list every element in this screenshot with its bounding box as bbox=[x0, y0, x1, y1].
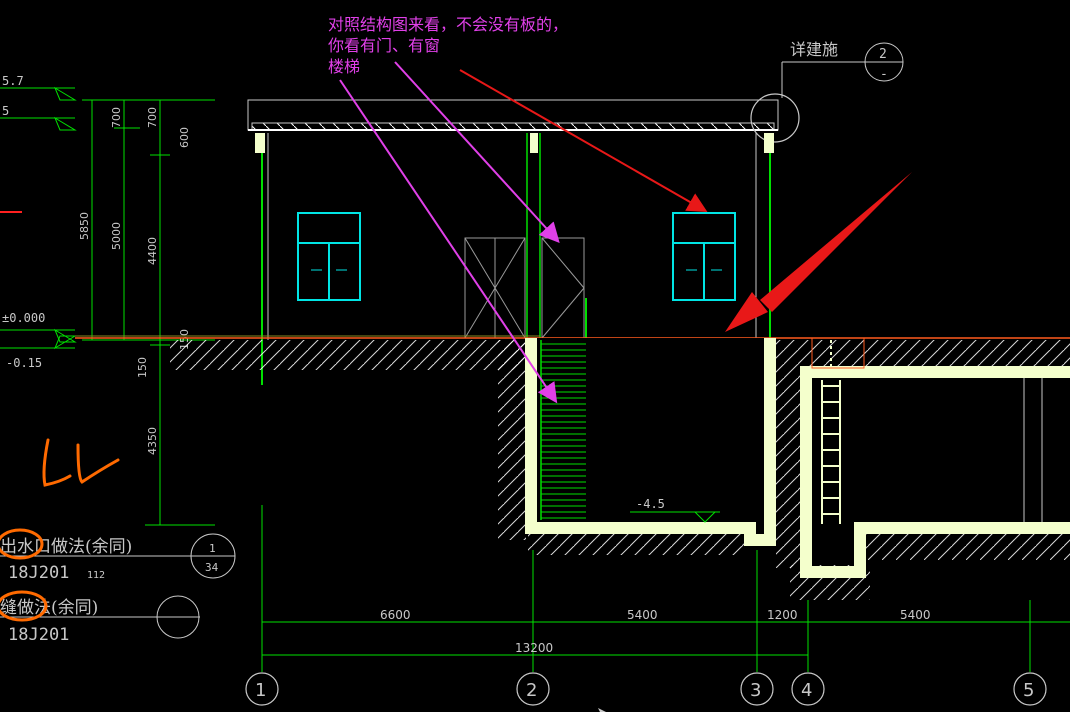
dim-5400-a: 5400 bbox=[627, 608, 658, 622]
arrow-to-window bbox=[459, 69, 708, 212]
ladder bbox=[821, 340, 841, 524]
door-right bbox=[541, 237, 585, 339]
axis-bubbles bbox=[245, 672, 1047, 706]
basement-stairs bbox=[541, 343, 586, 519]
circle-mark-2 bbox=[0, 590, 48, 622]
dim-700-b: 700 bbox=[146, 107, 159, 128]
annotation-line-1: 对照结构图来看，不会没有板的， bbox=[328, 15, 568, 34]
dim-5000: 5000 bbox=[110, 222, 123, 250]
vertical-dimension-texts: 5850 5000 700 700 600 4400 150 4350 150 bbox=[78, 107, 191, 455]
arrow-to-door bbox=[394, 61, 560, 243]
level-marks bbox=[0, 86, 77, 350]
handwriting-lv bbox=[42, 438, 120, 487]
arrow-to-ground-level bbox=[725, 172, 912, 332]
level-minus015-label: -0.15 bbox=[6, 356, 42, 370]
basement-walls bbox=[525, 338, 776, 546]
axis-2: 2 bbox=[526, 680, 537, 701]
vertical-dimension-lines bbox=[82, 99, 215, 526]
level-zero-label: ±0.000 bbox=[2, 311, 45, 325]
axis-labels: 1 2 3 4 5 bbox=[255, 680, 1034, 701]
dim-5850: 5850 bbox=[78, 212, 91, 240]
note-1-title: 出水口做法(余同) bbox=[0, 537, 132, 557]
axis-3: 3 bbox=[750, 680, 761, 701]
circle-mark-1 bbox=[0, 528, 44, 560]
cursor-icon bbox=[598, 708, 606, 712]
roof-slab bbox=[247, 99, 779, 131]
dim-150: 150 bbox=[136, 357, 149, 378]
dim-5400-b: 5400 bbox=[900, 608, 931, 622]
horizontal-dimension-texts: 6600 5400 1200 5400 13200 bbox=[380, 608, 931, 655]
annotation-line-3: 楼梯 bbox=[328, 57, 360, 76]
note-1: 出水口做法(余同) 18J201 112 1 34 bbox=[0, 533, 236, 583]
horizontal-dimension-lines bbox=[261, 505, 1070, 672]
annotation-line-2: 你看有门、有窗 bbox=[328, 36, 440, 55]
dim-4400: 4400 bbox=[146, 237, 159, 265]
axis-5: 5 bbox=[1023, 680, 1034, 701]
orange-markups bbox=[0, 438, 120, 622]
ladder-hatch-box bbox=[811, 337, 865, 369]
axis-4: 4 bbox=[801, 680, 812, 701]
note-1-circle-top: 1 bbox=[209, 542, 216, 555]
note-1-circle-bottom: 34 bbox=[205, 561, 219, 574]
dim-6600: 6600 bbox=[380, 608, 411, 622]
right-basement bbox=[800, 366, 1070, 578]
callout-number: 2 bbox=[879, 47, 887, 62]
note-2-title: 缝做法(余同) bbox=[0, 598, 98, 618]
callout-sheet: - bbox=[880, 67, 888, 82]
level-top-label: 5.7 bbox=[2, 74, 24, 88]
level-top-sub-label: 5 bbox=[2, 104, 9, 118]
pit-level-mark bbox=[630, 511, 720, 523]
annotation-arrows bbox=[339, 61, 912, 404]
arrow-to-stairs bbox=[339, 79, 558, 404]
dim-1200: 1200 bbox=[767, 608, 798, 622]
dim-600: 600 bbox=[178, 127, 191, 148]
note-1-sub: 112 bbox=[87, 570, 105, 581]
window-left bbox=[297, 212, 361, 301]
callout-label: 详建施 bbox=[790, 40, 838, 59]
dim-13200: 13200 bbox=[515, 641, 553, 655]
note-1-code: 18J201 bbox=[8, 563, 69, 583]
dim-4350: 4350 bbox=[146, 427, 159, 455]
ground-hatch bbox=[170, 340, 1070, 600]
door-left bbox=[464, 237, 526, 339]
note-2-code: 18J201 bbox=[8, 625, 69, 645]
basement-floor-inner bbox=[537, 338, 764, 522]
axis-1: 1 bbox=[255, 680, 266, 701]
dim-700-a: 700 bbox=[110, 107, 123, 128]
roof-callout bbox=[750, 42, 904, 143]
pit-level-label: -4.5 bbox=[636, 497, 665, 511]
window-right bbox=[672, 212, 736, 301]
